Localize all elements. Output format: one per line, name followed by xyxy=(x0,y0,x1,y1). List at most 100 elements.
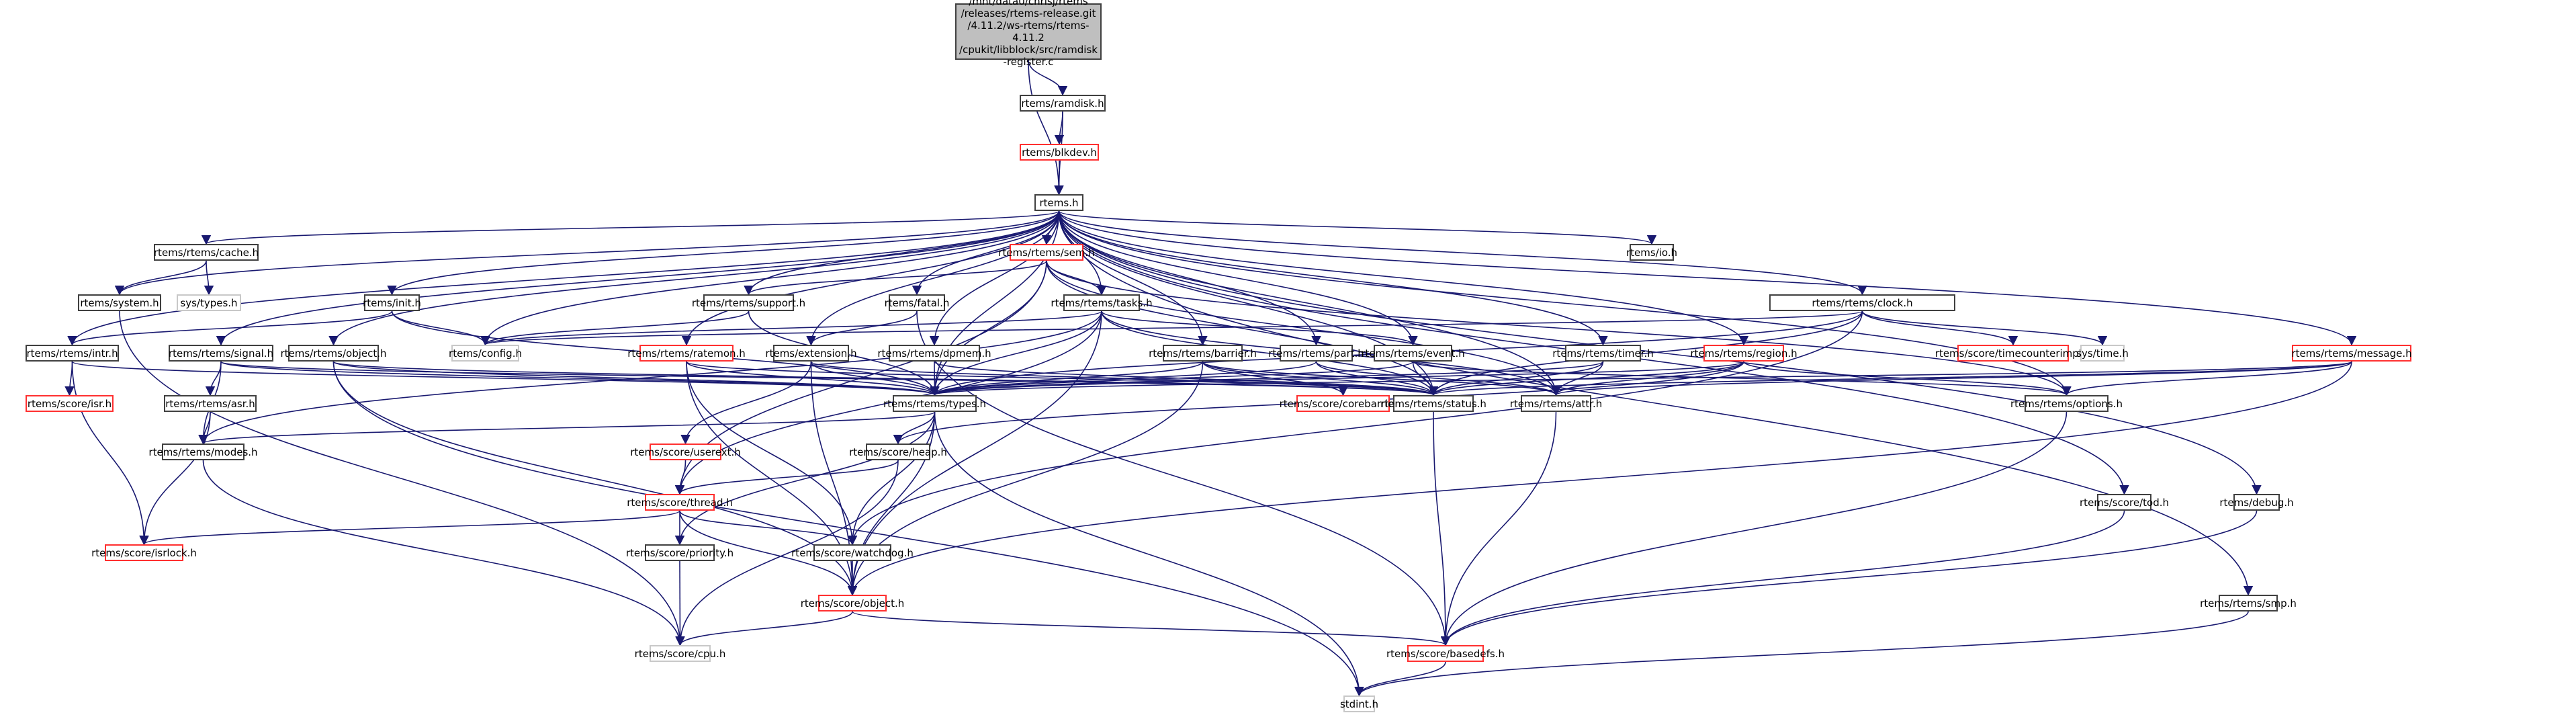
header-node-types[interactable]: rtems/rtems/types.h xyxy=(883,395,986,412)
header-node-rtems[interactable]: rtems.h xyxy=(1034,194,1083,211)
edge-options-to-basedefs xyxy=(1440,411,2068,646)
header-node-ramdisk[interactable]: rtems/ramdisk.h xyxy=(1020,95,1106,112)
header-node-stdint[interactable]: stdint.h xyxy=(1340,695,1378,712)
edge-rtems-to-event xyxy=(1058,210,1418,346)
header-node-smp[interactable]: rtems/rtems/smp.h xyxy=(2200,595,2297,611)
edge-fatal-to-extension xyxy=(806,310,918,346)
node-label: rtems/rtems/sem.h xyxy=(998,246,1095,259)
header-node-message[interactable]: rtems/rtems/message.h xyxy=(2291,345,2412,362)
edge-scoreobject-to-basedefs xyxy=(852,611,1450,646)
edge-sem-to-support xyxy=(744,260,1047,296)
header-node-fatal[interactable]: rtems/fatal.h xyxy=(885,294,949,311)
edge-tasks-to-config xyxy=(480,310,1102,346)
node-label: rtems/rtems/asr.h xyxy=(165,397,255,410)
header-node-thread[interactable]: rtems/score/thread.h xyxy=(627,494,733,511)
edge-rtems-to-intr xyxy=(67,210,1060,346)
edge-tasks-to-modes xyxy=(198,310,1102,445)
edge-types-to-scoreobject xyxy=(847,411,936,596)
header-node-sem[interactable]: rtems/rtems/sem.h xyxy=(998,244,1095,261)
edge-rtems-to-dpmem xyxy=(929,210,1060,346)
header-node-status[interactable]: rtems/rtems/status.h xyxy=(1380,395,1486,412)
edge-basedefs-to-stdint xyxy=(1354,661,1446,697)
header-node-basedefs[interactable]: rtems/score/basedefs.h xyxy=(1386,645,1505,662)
edge-timer-to-status xyxy=(1428,361,1604,396)
edge-message-to-types xyxy=(930,361,2352,396)
header-node-modes[interactable]: rtems/rtems/modes.h xyxy=(148,444,258,460)
edge-cache-to-systypes xyxy=(204,260,214,296)
header-node-config[interactable]: rtems/config.h xyxy=(449,345,522,362)
header-node-heap[interactable]: rtems/score/heap.h xyxy=(849,444,947,460)
node-label: rtems/rtems/ratemon.h xyxy=(627,347,746,360)
node-label: /mnt/data0/chrisj/rtems /releases/rtems-… xyxy=(959,0,1098,68)
header-node-extension[interactable]: rtems/extension.h xyxy=(765,345,857,362)
header-node-watchdog[interactable]: rtems/score/watchdog.h xyxy=(791,544,914,561)
edge-object-to-status xyxy=(332,361,1438,396)
header-node-ratemon[interactable]: rtems/rtems/ratemon.h xyxy=(627,345,746,362)
header-node-io[interactable]: rtems/io.h xyxy=(1626,244,1677,261)
edge-heap-to-cpu xyxy=(675,460,899,646)
header-node-blkdev[interactable]: rtems/blkdev.h xyxy=(1020,144,1099,161)
edge-clock-to-systime xyxy=(1861,310,2108,346)
edge-smp-to-stdint xyxy=(1354,611,2249,697)
header-node-cache[interactable]: rtems/rtems/cache.h xyxy=(154,244,259,261)
header-node-tod[interactable]: rtems/score/tod.h xyxy=(2080,494,2169,511)
header-node-barrier[interactable]: rtems/rtems/barrier.h xyxy=(1149,345,1257,362)
edge-dpmem-to-types xyxy=(930,361,940,396)
edge-clock-to-watchdog xyxy=(847,310,1863,546)
header-node-clock[interactable]: rtems/rtems/clock.h xyxy=(1769,294,1955,311)
node-label: rtems/score/priority.h xyxy=(625,546,734,559)
node-label: rtems/score/heap.h xyxy=(849,446,947,458)
node-label: rtems/rtems/smp.h xyxy=(2200,597,2297,609)
header-node-timecounter[interactable]: rtems/score/timecounterimpl.h xyxy=(1935,345,2091,362)
edge-extension-to-userext xyxy=(680,361,812,445)
header-node-timer[interactable]: rtems/rtems/timer.h xyxy=(1552,345,1654,362)
node-label: rtems/rtems/clock.h xyxy=(1812,296,1913,309)
edge-rtems-to-cache xyxy=(202,210,1060,245)
edge-part-to-status xyxy=(1315,361,1439,396)
header-node-object[interactable]: rtems/rtems/object.h xyxy=(281,345,387,362)
header-node-systypes[interactable]: sys/types.h xyxy=(177,294,241,311)
node-label: rtems/score/corebarrier.h xyxy=(1279,397,1407,410)
edge-types-to-watchdog xyxy=(847,411,936,546)
node-label: rtems/extension.h xyxy=(765,347,857,360)
header-node-intr[interactable]: rtems/rtems/intr.h xyxy=(26,345,119,362)
header-node-isrlock[interactable]: rtems/score/isrlock.h xyxy=(91,544,197,561)
header-node-attr[interactable]: rtems/rtems/attr.h xyxy=(1510,395,1602,412)
edge-debug-to-basedefs xyxy=(1440,510,2258,646)
header-node-system[interactable]: rtems/system.h xyxy=(78,294,161,311)
header-node-userext[interactable]: rtems/score/userext.h xyxy=(630,444,741,460)
header-node-init[interactable]: rtems/init.h xyxy=(363,294,421,311)
edge-init-to-config xyxy=(391,310,490,346)
edge-root-to-ramdisk xyxy=(1028,59,1068,96)
header-node-region[interactable]: rtems/rtems/region.h xyxy=(1690,345,1797,362)
node-label: rtems/rtems/options.h xyxy=(2010,397,2123,410)
edge-rtems-to-timer xyxy=(1058,210,1608,346)
edge-rtems-to-smp xyxy=(1058,210,2254,596)
edge-part-to-attr xyxy=(1315,361,1561,396)
header-node-signal[interactable]: rtems/rtems/signal.h xyxy=(169,345,273,362)
header-node-support[interactable]: rtems/rtems/support.h xyxy=(692,294,805,311)
header-node-asr[interactable]: rtems/rtems/asr.h xyxy=(164,395,257,412)
edge-object-to-types xyxy=(332,361,940,396)
header-node-isr[interactable]: rtems/score/isr.h xyxy=(26,395,114,412)
header-node-scoreobject[interactable]: rtems/score/object.h xyxy=(801,595,904,611)
header-node-options[interactable]: rtems/rtems/options.h xyxy=(2010,395,2123,412)
header-node-dpmem[interactable]: rtems/rtems/dpmem.h xyxy=(877,345,991,362)
node-label: rtems/score/isr.h xyxy=(27,397,112,410)
edge-intr-to-isrlock xyxy=(71,361,149,546)
header-node-cpu[interactable]: rtems/score/cpu.h xyxy=(635,645,725,662)
header-node-debug[interactable]: rtems/debug.h xyxy=(2219,494,2294,511)
edge-tasks-to-event xyxy=(1101,310,1418,346)
edge-barrier-to-attr xyxy=(1202,361,1561,396)
header-node-priority[interactable]: rtems/score/priority.h xyxy=(626,544,734,561)
header-node-tasks[interactable]: rtems/rtems/tasks.h xyxy=(1051,294,1153,311)
edge-ratemon-to-status xyxy=(686,361,1438,396)
header-node-event[interactable]: rtems/rtems/event.h xyxy=(1361,345,1465,362)
edge-rtems-to-message xyxy=(1058,210,2356,346)
header-node-systime[interactable]: sys/time.h xyxy=(2076,345,2129,362)
header-node-part[interactable]: rtems/rtems/part.h xyxy=(1268,345,1364,362)
node-label: sys/time.h xyxy=(2076,347,2129,360)
node-label: rtems/score/cpu.h xyxy=(634,647,726,660)
edge-rtems-to-attr xyxy=(1058,210,1561,396)
header-node-corebarrier[interactable]: rtems/score/corebarrier.h xyxy=(1280,395,1407,412)
